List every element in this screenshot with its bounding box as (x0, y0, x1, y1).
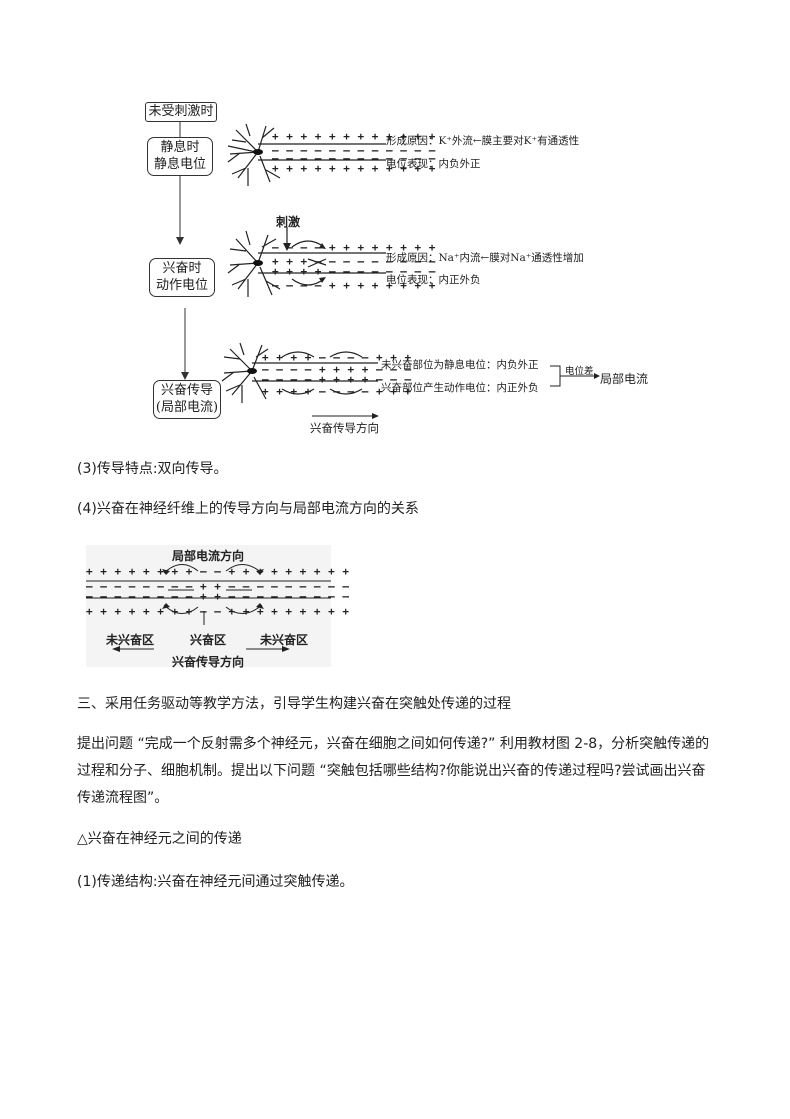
unexcited-zone-right: 未兴奋区 (260, 631, 308, 648)
unexcited-part-text: 未兴奋部位为静息电位：内负外正 (381, 357, 539, 372)
flow-arrow-1 (175, 175, 185, 245)
resting-show-text: 电位表现：内负外正 (386, 156, 481, 171)
membrane-charges: + + + + + + + + – – + + + + + + + + + (86, 566, 350, 577)
box-conduction: 兴奋传导 (局部电流) (153, 380, 221, 419)
box-resting: 静息时 静息电位 (147, 137, 213, 176)
direction-label-2: 兴奋传导方向 (172, 653, 244, 670)
flow-arrow-2 (180, 308, 190, 380)
excited-part-text: 兴奋部位产生动作电位：内正外负 (381, 380, 539, 395)
box-unstimulated: 未受刺激时 (145, 102, 217, 122)
direction-arrow (312, 412, 382, 420)
unexcited-zone-left: 未兴奋区 (106, 631, 154, 648)
section3-body: 提出问题 “完成一个反射需多个神经元，兴奋在细胞之间如何传递?” 利用教材图 2… (77, 731, 717, 812)
membrane-charges: – – – – – – – – + + – – – – – – – – – (86, 591, 350, 602)
resting-cause-text: 形成原因：K⁺外流←膜主要对K⁺有通透性 (386, 133, 579, 148)
box-excited: 兴奋时 动作电位 (149, 258, 215, 297)
local-current-diagram: 局部电流方向 + + + + + + + + – – + + + + + + +… (86, 545, 331, 667)
action-cause-text: 形成原因：Na⁺内流←膜对Na⁺通透性增加 (386, 250, 584, 265)
section3-heading: 三、采用任务驱动等教学方法，引导学生构建兴奋在突触处传递的过程 (77, 690, 717, 718)
potential-diff-label: 电位差 (565, 363, 594, 377)
local-current-label: 局部电流 (600, 370, 648, 387)
direction-label: 兴奋传导方向 (310, 420, 379, 436)
paragraph-transmission-structure: (1)传递结构:兴奋在神经元间通过突触传递。 (77, 868, 717, 896)
triangle-heading: △兴奋在神经元之间的传递 (77, 825, 717, 853)
action-show-text: 电位表现：内正外负 (386, 272, 481, 287)
paragraph-direction-relation: (4)兴奋在神经纤维上的传导方向与局部电流方向的关系 (77, 495, 717, 523)
paragraph-conduction-feature: (3)传导特点:双向传导。 (77, 455, 717, 483)
excited-zone: 兴奋区 (190, 631, 226, 648)
membrane-charges: + + + + + + + + – – + + + + + + + + + (86, 606, 350, 617)
